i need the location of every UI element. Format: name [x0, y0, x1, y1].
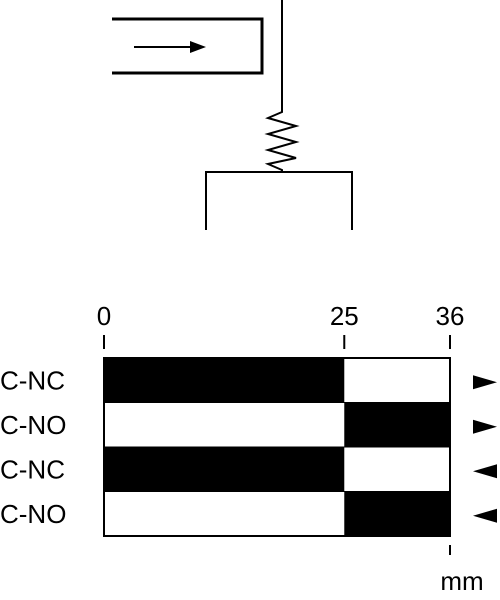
closed-segment [104, 447, 345, 492]
contact-row: C-NC [0, 358, 497, 403]
direction-arrow-icon [473, 419, 497, 434]
contact-label: C-NC [0, 365, 65, 395]
scale-tick-label: 0 [97, 301, 111, 331]
contact-row: C-NO [0, 402, 497, 447]
spring-icon [264, 102, 300, 172]
plunger-arrow-icon [134, 41, 206, 53]
contact-label: C-NO [0, 499, 66, 529]
scale-tick-label: 36 [436, 301, 465, 331]
travel-scale: 0 25 36 [97, 301, 465, 349]
switch-body [205, 171, 353, 230]
direction-arrow-icon [473, 508, 497, 523]
unit-label: mm [440, 566, 483, 596]
timing-chart-frame [103, 357, 451, 537]
contact-row: C-NC [0, 447, 497, 492]
scale-tick-label: 25 [330, 301, 359, 331]
direction-arrow-icon [473, 375, 497, 390]
actuator-housing [112, 17, 264, 75]
direction-arrow-icon [473, 464, 497, 479]
contact-label: C-NO [0, 410, 66, 440]
contact-row: C-NO [0, 491, 497, 536]
contact-label: C-NC [0, 454, 65, 484]
switch-mechanism [112, 0, 353, 230]
closed-segment [344, 402, 450, 447]
closed-segment [344, 491, 450, 536]
contact-rows: C-NC C-NO C-NC C-NO [0, 358, 497, 536]
closed-segment [104, 358, 345, 403]
